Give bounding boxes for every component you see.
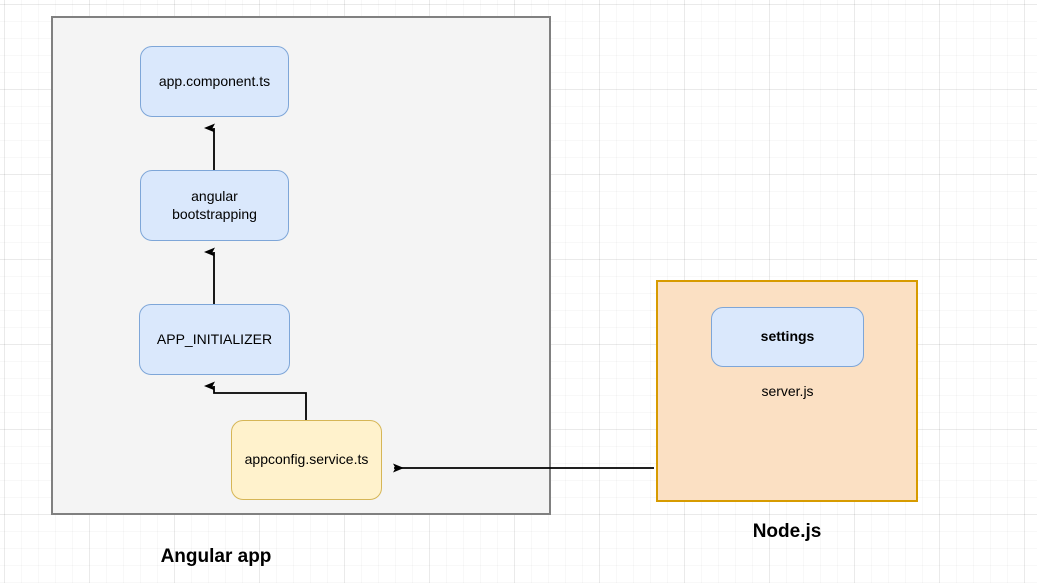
node-settings[interactable]: settings (711, 307, 864, 367)
caption-nodejs: Node.js (752, 521, 822, 542)
caption-angular-app: Angular app (160, 546, 272, 567)
node-app-initializer[interactable]: APP_INITIALIZER (139, 304, 290, 375)
node-angular-bootstrapping[interactable]: angular bootstrapping (140, 170, 289, 241)
label-server-js: server.js (761, 383, 814, 399)
node-app-component[interactable]: app.component.ts (140, 46, 289, 117)
node-appconfig-service[interactable]: appconfig.service.ts (231, 420, 382, 500)
